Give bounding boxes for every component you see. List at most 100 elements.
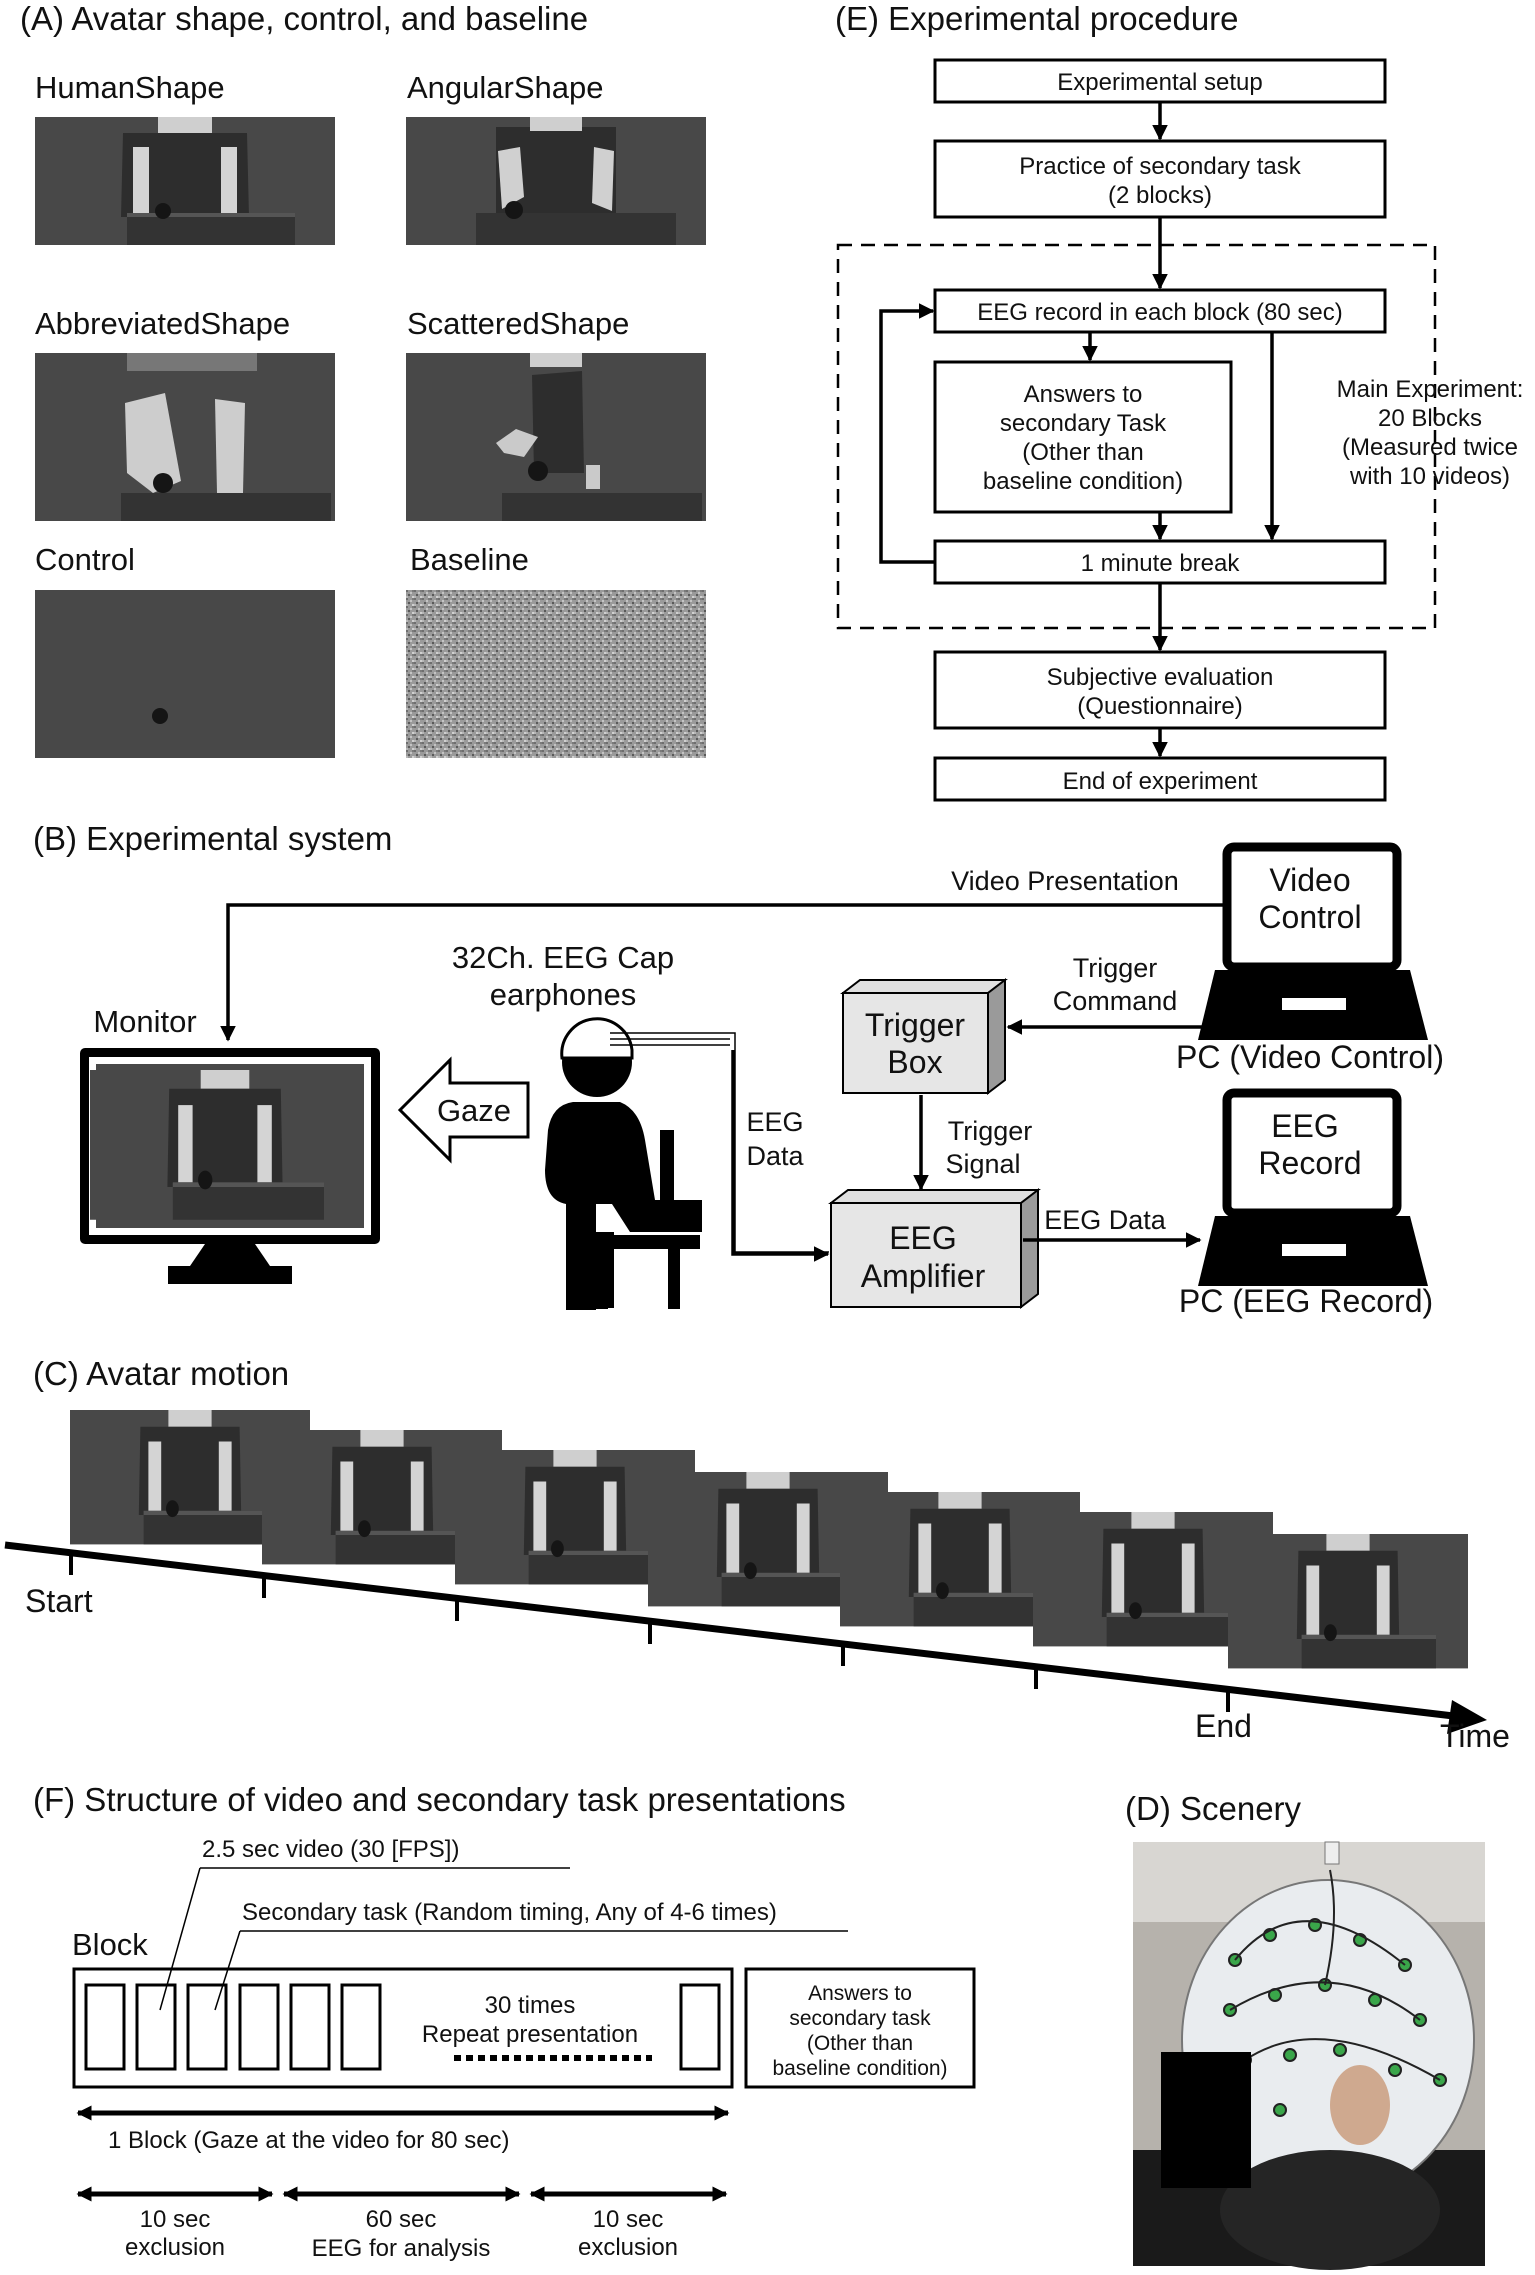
thumb-angularshape xyxy=(406,117,706,245)
seg3-line2: exclusion xyxy=(578,2234,678,2261)
panel-c: (C) Avatar motion Start End Time xyxy=(4,1355,1510,1754)
motion-frame-7 xyxy=(1228,1534,1468,1669)
arrow-video-presentation xyxy=(220,903,1225,1042)
panel-b-title: (B) Experimental system xyxy=(33,820,392,857)
box-eeg-record xyxy=(933,288,1387,334)
video-slot-1 xyxy=(84,1983,126,2071)
video-slot-2 xyxy=(135,1983,177,2071)
monitor-label: Monitor xyxy=(93,1004,196,1039)
thumb-abbreviatedshape xyxy=(35,353,335,521)
video-control-screen-line1: Video xyxy=(1269,862,1350,898)
repeat-line1: 30 times xyxy=(485,1992,576,2019)
answers-f-line3: (Other than xyxy=(807,2032,913,2055)
seg1-line2: exclusion xyxy=(125,2234,225,2261)
laptop-eeg-record: EEG Record xyxy=(1198,1088,1428,1286)
video-presentation-label: Video Presentation xyxy=(951,866,1179,896)
box-practice xyxy=(933,139,1387,219)
pc-eeg-record-label: PC (EEG Record) xyxy=(1179,1283,1433,1319)
scenery-photo xyxy=(1133,1841,1485,2270)
eeg-amplifier: EEG Amplifier xyxy=(828,1187,1041,1310)
eeg-record-screen-line1: EEG xyxy=(1271,1108,1339,1144)
gaze-label: Gaze xyxy=(437,1093,511,1128)
panel-d: (D) Scenery xyxy=(1125,1790,1485,2270)
thumb-control xyxy=(35,590,335,758)
box-practice-line1: Practice of secondary task xyxy=(1019,153,1301,180)
seated-person-icon xyxy=(545,1017,702,1310)
laptop-video-control: Video Control xyxy=(1198,842,1428,1040)
one-block-label: 1 Block (Gaze at the video for 80 sec) xyxy=(108,2127,510,2154)
time-label: Time xyxy=(1440,1718,1510,1754)
thumb-baseline xyxy=(406,590,706,758)
box-answers xyxy=(933,360,1233,514)
eeg-cap-label-line1: 32Ch. EEG Cap xyxy=(452,940,674,975)
end-label: End xyxy=(1195,1708,1252,1744)
box-break xyxy=(933,539,1387,585)
seg2-line2: EEG for analysis xyxy=(312,2235,491,2262)
task-note: Secondary task (Random timing, Any of 4-… xyxy=(242,1899,777,1926)
answers-f-line1: Answers to xyxy=(808,1982,912,2005)
box-subjective-line2: (Questionnaire) xyxy=(1077,693,1242,720)
video-slot-3 xyxy=(186,1983,228,2071)
trigger-box-line1: Trigger xyxy=(865,1007,966,1043)
seg1-line1: 10 sec xyxy=(140,2206,211,2233)
trigger-command-line2: Command xyxy=(1053,986,1178,1016)
monitor xyxy=(80,1048,380,1284)
trigger-box-line2: Box xyxy=(887,1044,942,1080)
wire-1 xyxy=(610,1032,829,1253)
box-end xyxy=(933,756,1387,802)
eeg-record-screen-line2: Record xyxy=(1258,1145,1361,1181)
box-answers-line1: Answers to xyxy=(1024,381,1143,408)
box-answers-line4: baseline condition) xyxy=(983,468,1183,495)
panel-f: (F) Structure of video and secondary tas… xyxy=(33,1781,976,2262)
main-exp-line4: with 10 videos) xyxy=(1349,463,1510,490)
panel-f-title: (F) Structure of video and secondary tas… xyxy=(33,1781,846,1818)
block-frame xyxy=(72,1967,734,2089)
seg2-line1: 60 sec xyxy=(366,2206,437,2233)
eeg-data-vertical-line2: Data xyxy=(746,1141,804,1171)
answers-f-line2: secondary task xyxy=(789,2007,931,2030)
box-subjective-line1: Subjective evaluation xyxy=(1047,664,1274,691)
eeg-data-vertical-line1: EEG xyxy=(746,1107,803,1137)
panel-a: (A) Avatar shape, control, and baseline … xyxy=(20,0,706,758)
block-label: Block xyxy=(72,1927,148,1962)
thumb-label-baseline: Baseline xyxy=(410,542,529,577)
panel-e-title: (E) Experimental procedure xyxy=(835,0,1239,37)
main-exp-line1: Main Experiment: xyxy=(1337,376,1524,403)
answers-f-line4: baseline condition) xyxy=(772,2057,947,2080)
panel-c-title: (C) Avatar motion xyxy=(33,1355,289,1392)
thumb-label-humanshape: HumanShape xyxy=(35,70,225,105)
thumb-label-control: Control xyxy=(35,542,135,577)
gaze-arrow: Gaze xyxy=(397,1056,530,1164)
video-control-screen-line2: Control xyxy=(1258,899,1361,935)
start-label: Start xyxy=(25,1583,93,1619)
video-note-leader xyxy=(159,1867,201,2011)
video-slot-6 xyxy=(340,1983,382,2071)
thumb-label-abbreviatedshape: AbbreviatedShape xyxy=(35,306,290,341)
box-break-text: 1 minute break xyxy=(1081,550,1241,577)
box-answers-line3: (Other than xyxy=(1022,439,1143,466)
box-eeg-record-text: EEG record in each block (80 sec) xyxy=(977,299,1343,326)
box-end-text: End of experiment xyxy=(1063,768,1258,795)
video-slot-last xyxy=(679,1983,721,2071)
arrow-cap-amplifier xyxy=(731,1050,830,1262)
video-slot-5 xyxy=(289,1983,331,2071)
trigger-command-line1: Trigger xyxy=(1073,953,1158,983)
box-subjective xyxy=(933,650,1387,730)
trigger-signal-line2: Signal xyxy=(945,1149,1020,1179)
video-slot-4 xyxy=(238,1983,280,2071)
box-practice-line2: (2 blocks) xyxy=(1108,182,1212,209)
eeg-amplifier-line2: Amplifier xyxy=(861,1258,986,1294)
box-setup-text: Experimental setup xyxy=(1057,69,1262,96)
timeline-line xyxy=(4,1541,1463,1721)
timeline-arrowhead xyxy=(1447,1700,1487,1734)
thumb-scatteredshape xyxy=(406,353,706,521)
video-note: 2.5 sec video (30 [FPS]) xyxy=(202,1836,459,1863)
trigger-signal-line1: Trigger xyxy=(948,1116,1033,1146)
thumb-label-angularshape: AngularShape xyxy=(407,70,604,105)
eeg-cap-label-line2: earphones xyxy=(490,977,637,1012)
panel-b: (B) Experimental system Video Presentati… xyxy=(33,820,1444,1319)
panel-e: (E) Experimental procedure Experimental … xyxy=(835,0,1524,802)
main-exp-line3: (Measured twice xyxy=(1342,434,1518,461)
pc-video-control-label: PC (Video Control) xyxy=(1176,1039,1444,1075)
main-exp-line2: 20 Blocks xyxy=(1378,405,1482,432)
